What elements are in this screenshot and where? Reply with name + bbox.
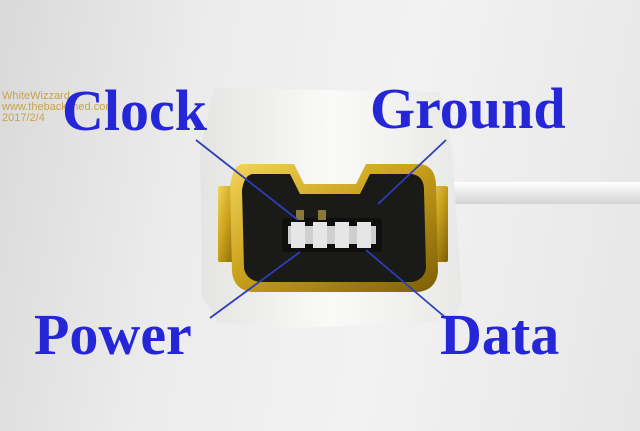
data-label: Data	[440, 302, 560, 367]
cable	[440, 182, 640, 204]
power-label: Power	[34, 302, 192, 367]
clock-label: Clock	[62, 78, 207, 143]
watermark-author: WhiteWizzard	[2, 90, 70, 102]
contact-pins	[288, 226, 376, 244]
pin-slot	[318, 210, 326, 220]
pin-3	[335, 222, 349, 248]
pin-slot	[296, 210, 304, 220]
power-pointer-line	[209, 251, 301, 319]
data-pointer-line	[365, 249, 447, 319]
watermark-date: 2017/2/4	[2, 112, 45, 124]
ground-label: Ground	[370, 76, 566, 141]
ground-pointer-line	[377, 139, 447, 205]
pin-1	[291, 222, 305, 248]
pin-4	[357, 222, 371, 248]
watermark-site: www.thebackshed.com	[2, 101, 115, 113]
clock-pointer-line	[195, 139, 299, 221]
pin-2	[313, 222, 327, 248]
